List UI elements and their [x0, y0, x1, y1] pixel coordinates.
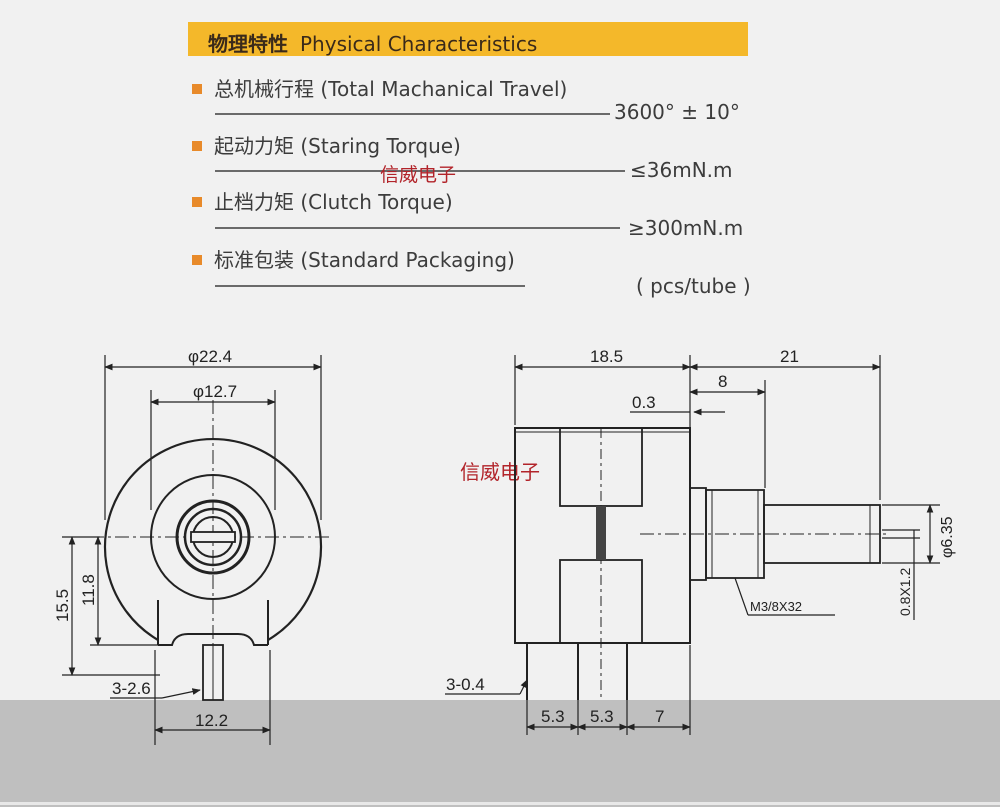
- bullet-icon: [192, 197, 202, 207]
- spec-row-travel: 总机械行程 (Total Machanical Travel): [192, 73, 567, 102]
- dim-gap: 0.3: [632, 393, 656, 412]
- spec-label: 标准包装 (Standard Packaging): [214, 248, 515, 272]
- spec-value-packaging: ( pcs/tube ): [636, 274, 751, 298]
- dim-thread-length: 8: [718, 372, 727, 391]
- dim-pin-spec-side: 3-0.4: [446, 675, 485, 694]
- dim-shaft-diameter: φ6.35: [939, 516, 956, 558]
- background-band: [0, 700, 1000, 807]
- dim-inner-diameter: φ12.7: [193, 382, 237, 401]
- section-title-cn: 物理特性: [208, 32, 288, 56]
- dim-pitch-1: 5.3: [541, 707, 565, 726]
- dim-thread-spec: M3/8X32: [750, 599, 802, 614]
- spec-value-travel: 3600° ± 10°: [614, 100, 740, 124]
- section-title-en: Physical Characteristics: [300, 32, 538, 56]
- spec-row-clutch-torque: 止档力矩 (Clutch Torque): [192, 186, 453, 215]
- dim-height-total: 15.5: [53, 589, 72, 622]
- front-view-labels: φ22.4 φ12.7 15.5 11.8 3-2.6 12.2: [53, 347, 237, 730]
- bullet-icon: [192, 84, 202, 94]
- spec-leader-line: [215, 170, 625, 172]
- side-view-labels: 18.5 21 8 0.3 φ6.35 0.8X1.2 M3/8X32 3-0.…: [446, 347, 956, 726]
- bullet-icon: [192, 255, 202, 265]
- spec-label: 止档力矩 (Clutch Torque): [214, 190, 453, 214]
- spec-leader-line: [215, 113, 610, 115]
- spec-row-starting-torque: 起动力矩 (Staring Torque): [192, 130, 461, 159]
- dim-pin-spec-front: 3-2.6: [112, 679, 151, 698]
- dim-body-length: 18.5: [590, 347, 623, 366]
- dim-pin-span: 12.2: [195, 711, 228, 730]
- spec-label: 总机械行程 (Total Machanical Travel): [214, 77, 568, 101]
- bullet-icon: [192, 141, 202, 151]
- dim-shaft-length: 21: [780, 347, 799, 366]
- spec-value-clutch-torque: ≥300mN.m: [628, 216, 744, 240]
- header-bar: [188, 22, 748, 56]
- side-view: [514, 427, 890, 700]
- front-view: [90, 400, 330, 701]
- spec-row-packaging: 标准包装 (Standard Packaging): [192, 244, 515, 273]
- side-view-dimensions: [445, 355, 940, 735]
- spec-leader-line: [215, 227, 620, 229]
- front-view-dimensions: [62, 355, 322, 745]
- dim-pitch-2: 5.3: [590, 707, 614, 726]
- dim-slot: 0.8X1.2: [897, 568, 913, 616]
- dim-outer-diameter: φ22.4: [188, 347, 232, 366]
- watermark-middle: 信威电子: [460, 460, 540, 484]
- spec-value-starting-torque: ≤36mN.m: [630, 158, 733, 182]
- spec-leader-line: [215, 285, 525, 287]
- watermark-top: 信威电子: [380, 164, 457, 186]
- dim-height-center: 11.8: [79, 574, 98, 606]
- section-title: 物理特性 Physical Characteristics: [208, 28, 537, 57]
- spec-label: 起动力矩 (Staring Torque): [214, 134, 461, 158]
- dim-pitch-3: 7: [655, 707, 664, 726]
